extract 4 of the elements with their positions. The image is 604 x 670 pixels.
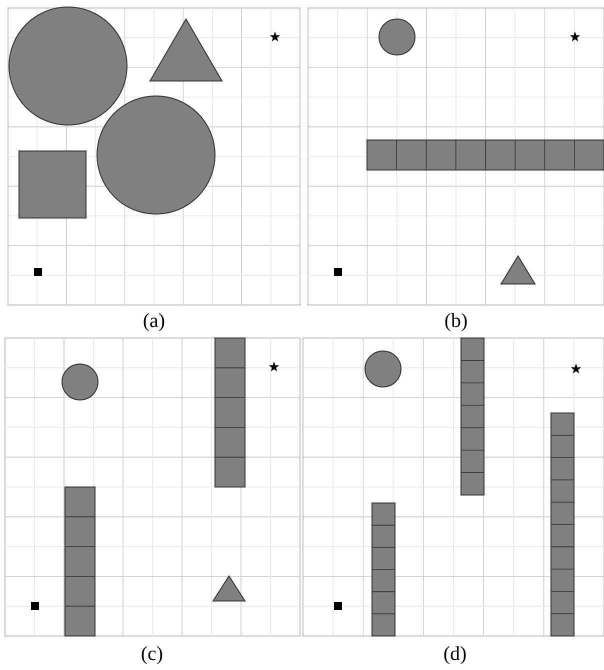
panel-label: (d) xyxy=(443,643,467,666)
panel-label: (a) xyxy=(142,310,166,333)
panel-label: (b) xyxy=(444,310,468,333)
panel-label: (c) xyxy=(140,643,164,666)
